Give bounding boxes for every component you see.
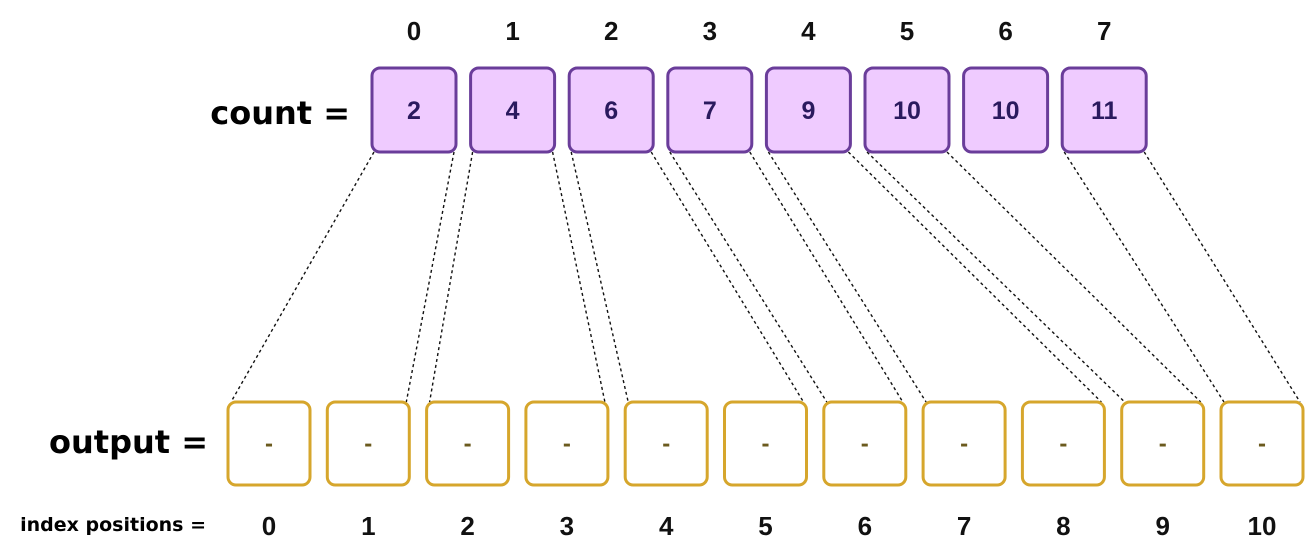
count-index-label: 5 (900, 16, 914, 46)
index-positions-label: index positions = (20, 514, 206, 536)
count-cell: 2 (370, 66, 458, 154)
output-cell-value: - (1159, 431, 1167, 458)
connector-line (405, 151, 455, 403)
count-cell-value: 2 (407, 97, 421, 125)
count-index-label: 6 (998, 16, 1012, 46)
output-index-row: 0 1 2 3 4 5 6 7 8 9 10 (262, 511, 1277, 541)
output-index-label: 9 (1155, 511, 1169, 541)
output-cell-box (425, 400, 511, 487)
count-cell-box (764, 66, 852, 154)
connector-line (847, 151, 1102, 403)
output-cell-value: - (1059, 431, 1067, 458)
output-index-label: 2 (460, 511, 474, 541)
count-cell-box (962, 66, 1050, 154)
output-index-label: 6 (858, 511, 872, 541)
count-cell-value: 6 (604, 97, 618, 125)
output-cell-value: - (662, 431, 670, 458)
connector-line (749, 151, 904, 403)
count-cell-value: 11 (1091, 97, 1118, 125)
output-cell-value: - (464, 431, 472, 458)
output-cell-value: - (563, 431, 571, 458)
output-array: ----------- (226, 400, 1305, 487)
connector-line (1143, 151, 1301, 403)
output-cell: - (822, 400, 908, 487)
count-cell: 4 (469, 66, 557, 154)
count-index-label: 2 (604, 16, 618, 46)
output-cell: - (524, 400, 610, 487)
count-index-label: 4 (801, 16, 816, 46)
count-cell-box (1060, 66, 1148, 154)
connector-line (1063, 151, 1225, 403)
output-index-label: 0 (262, 511, 276, 541)
output-cell-value: - (861, 431, 869, 458)
count-cell-box (666, 66, 754, 154)
connector-line (946, 151, 1202, 403)
count-cell-box (469, 66, 557, 154)
count-index-label: 3 (703, 16, 717, 46)
output-index-label: 10 (1248, 511, 1277, 541)
output-cell-value: - (364, 431, 372, 458)
output-cell-box (226, 400, 312, 487)
output-index-label: 8 (1056, 511, 1070, 541)
output-index-label: 1 (361, 511, 375, 541)
output-index-label: 3 (560, 511, 574, 541)
count-cell-value: 10 (893, 97, 921, 125)
output-label: output = (49, 423, 208, 461)
output-cell-value: - (960, 431, 968, 458)
count-index-label: 7 (1097, 16, 1111, 46)
connector-line (428, 151, 474, 403)
count-cell-value: 7 (703, 97, 717, 125)
connector-line (650, 151, 805, 403)
connector-line (767, 151, 927, 403)
connector-lines (230, 151, 1301, 403)
count-label: count = (210, 94, 350, 132)
count-cell-box (863, 66, 951, 154)
count-cell: 6 (567, 66, 655, 154)
connector-line (866, 151, 1126, 403)
output-cell-value: - (1258, 431, 1266, 458)
output-cell-box (921, 400, 1007, 487)
connector-line (570, 151, 629, 403)
count-cell: 9 (764, 66, 852, 154)
output-cell: - (425, 400, 511, 487)
output-cell-box (623, 400, 709, 487)
output-cell-value: - (762, 431, 770, 458)
count-cell: 7 (666, 66, 754, 154)
count-cell: 10 (863, 66, 951, 154)
output-cell: - (1020, 400, 1106, 487)
output-cell-box (1020, 400, 1106, 487)
count-index-label: 0 (407, 16, 421, 46)
output-cell: - (921, 400, 1007, 487)
output-index-label: 5 (758, 511, 772, 541)
connector-line (551, 151, 606, 403)
output-index-label: 7 (957, 511, 971, 541)
count-cell: 11 (1060, 66, 1148, 154)
count-array: 2 4 6 7 9 10 10 11 (370, 66, 1148, 154)
output-cell-box (1120, 400, 1206, 487)
count-index-row: 0 1 2 3 4 5 6 7 (407, 16, 1112, 46)
output-cell: - (1219, 400, 1305, 487)
count-cell-box (370, 66, 458, 154)
count-index-label: 1 (505, 16, 519, 46)
connector-line (669, 151, 828, 403)
count-cell-value: 9 (801, 97, 815, 125)
output-cell-box (1219, 400, 1305, 487)
count-cell-box (567, 66, 655, 154)
output-index-label: 4 (659, 511, 674, 541)
output-cell: - (325, 400, 411, 487)
output-cell-box (524, 400, 610, 487)
count-cell: 10 (962, 66, 1050, 154)
output-cell: - (723, 400, 808, 487)
count-cell-value: 10 (992, 97, 1020, 125)
output-cell-box (822, 400, 908, 487)
output-cell: - (1120, 400, 1206, 487)
output-cell: - (226, 400, 312, 487)
connector-line (230, 151, 375, 403)
output-cell-box (723, 400, 808, 487)
output-cell-value: - (265, 431, 273, 458)
output-cell: - (623, 400, 709, 487)
output-cell-box (325, 400, 411, 487)
count-cell-value: 4 (506, 97, 520, 125)
